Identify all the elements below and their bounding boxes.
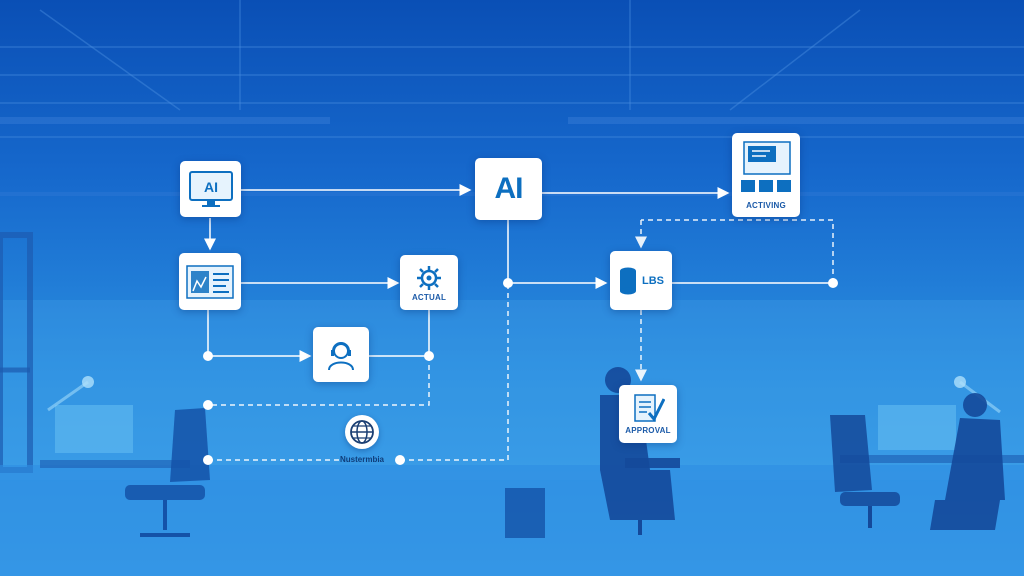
ai-monitor-icon: AI [188,171,233,207]
dashed-actual-loop [208,356,430,406]
ai-logo-icon: AI [494,172,524,205]
globe-node[interactable]: Nustermbia [330,415,394,464]
dashed-globe-to-ailogo [400,283,509,461]
ai-logo-node[interactable]: AI [475,158,542,220]
database-node[interactable]: LBS [610,251,672,310]
database-text: LBS [642,274,664,287]
dashboard-node[interactable] [179,253,241,310]
agent-node[interactable] [313,327,369,382]
ai-monitor-node[interactable]: AI [180,161,241,217]
approval-label: APPROVAL [625,426,671,435]
approval-node[interactable]: APPROVAL [619,385,677,443]
globe-icon [345,415,379,449]
globe-label: Nustermbia [339,455,384,464]
dashed-right-loop [641,219,834,283]
ai-monitor-text: AI [204,179,218,195]
ui-screen-label: ACTIVING [746,201,786,210]
ui-screen-icon [741,141,791,192]
dashboard-chart-icon [186,264,234,299]
database-icon [620,267,636,294]
actual-label: ACTUAL [411,292,447,302]
document-check-icon [634,394,665,422]
actual-node[interactable]: ACTUAL [400,255,458,310]
ui-screen-node[interactable]: ACTIVING [732,133,800,217]
person-headset-icon [328,341,354,370]
gear-network-icon [417,265,441,290]
